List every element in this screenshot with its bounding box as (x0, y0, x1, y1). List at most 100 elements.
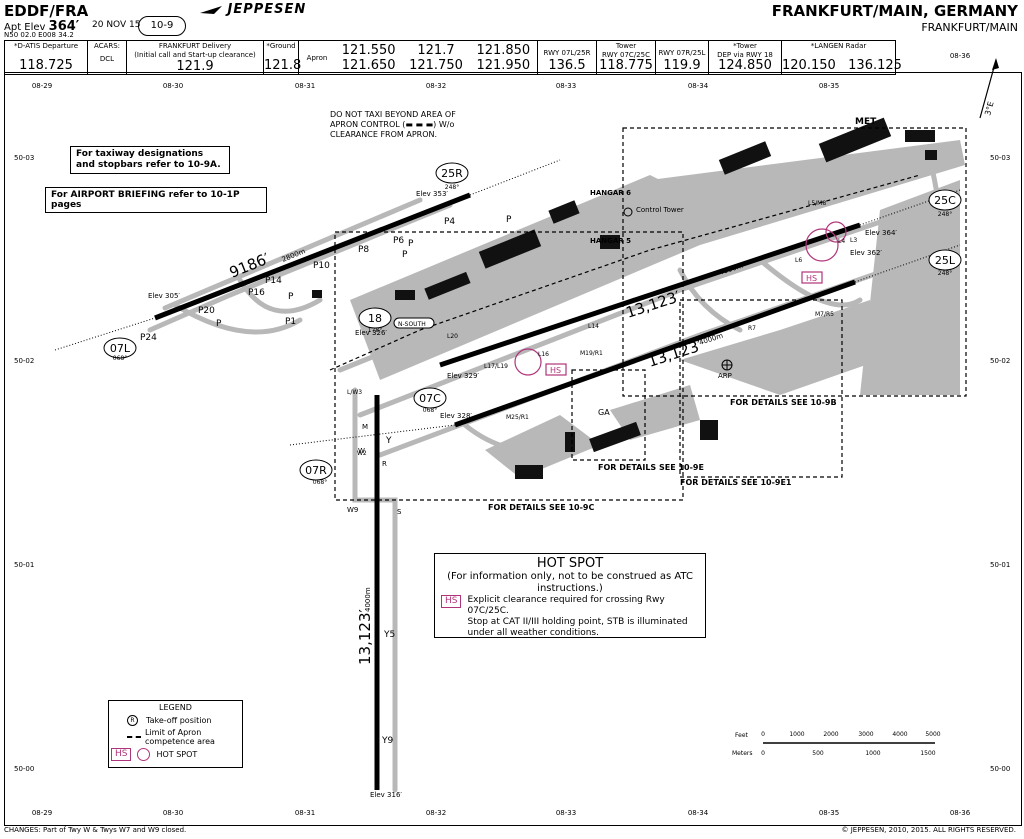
hot-spot-tag: HS (111, 748, 132, 761)
elev-329: Elev 329′ (447, 372, 479, 380)
hot-spot-text: Explicit clearance required for crossing… (467, 595, 665, 616)
runway-18-badge (358, 307, 392, 329)
legend-takeoff-label: Take-off position (146, 716, 212, 725)
maintenance-building (718, 141, 772, 175)
freq-ground: *Ground 121.8 (264, 41, 301, 74)
runway-18-length-m: 4000m (364, 587, 372, 612)
scale-feet-2000: 2000 (823, 731, 838, 738)
scale-feet-1000: 1000 (789, 731, 804, 738)
terminal-building (424, 271, 471, 300)
legend-title: LEGEND (159, 703, 192, 712)
changes-note: CHANGES: Part of Twy W & Twys W7 and W9 … (4, 826, 187, 834)
freq-value: 124.850 (718, 58, 772, 73)
freq-radar: *LANGEN Radar 120.150 136.125 (782, 41, 902, 74)
taxiway-p16 (237, 277, 323, 314)
apron-limit-icon (127, 736, 141, 738)
lon-label-bottom: 08-35 (819, 809, 839, 817)
runway-07c-label: 07C (419, 392, 441, 405)
stopbar-w2: W2 (357, 450, 367, 457)
scale-meters-label: Meters (732, 750, 753, 757)
stopbar-l-w3: L/W3 (347, 389, 362, 396)
details-9e-line: FOR DETAILS SEE 10-9E (598, 463, 704, 472)
stopbar-l3: L3 (850, 237, 857, 244)
taxiway-label-p: P (288, 292, 294, 302)
building (700, 420, 718, 440)
hot-spot-box: HOT SPOT (For information only, not to b… (434, 553, 706, 638)
detail-area-9e1 (679, 299, 843, 478)
buildings (312, 117, 937, 479)
runway-07c-25c (439, 222, 861, 368)
legend-box: LEGEND R Take-off position Limit of Apro… (108, 700, 243, 768)
taxiway-designation-note: For taxiway designations and stopbars re… (70, 146, 230, 174)
taxiway-label-m: M (362, 423, 368, 431)
taxiway-label-p10: P10 (313, 261, 330, 271)
freq-value: 121.9 (176, 59, 214, 74)
details-9b-line: FOR DETAILS SEE 10-9B (730, 398, 837, 407)
runway-07c-badge (413, 387, 447, 409)
building (312, 290, 322, 298)
taxiway-label-y5: Y5 (383, 630, 395, 640)
elev-label: Apt Elev (4, 22, 46, 33)
scale-meters-1500: 1500 (920, 750, 935, 757)
lon-label-top: 08-36 (950, 52, 971, 60)
hot-spot-circle (825, 221, 847, 243)
lon-label-top: 08-34 (688, 82, 709, 90)
magnetic-variation: 3°E (983, 101, 995, 117)
cargo-building (515, 465, 543, 479)
scale-feet-4000: 4000 (892, 731, 907, 738)
taxiway-label-p4: P4 (444, 217, 455, 227)
approach-lights-07r (289, 424, 456, 446)
taxiway-east-loop (927, 157, 943, 283)
legend-row-takeoff: R Take-off position (127, 715, 242, 726)
jeppesen-logo: JEPPESEN (200, 2, 306, 17)
taxiway-label-p8: P8 (358, 245, 369, 255)
lat-label-left: 50-01 (14, 561, 34, 569)
freq-tower-07l: RWY 07L/25R 136.5 (538, 41, 597, 74)
freq-label: *LANGEN Radar (810, 42, 867, 50)
taxiway-center-parallel (357, 202, 933, 418)
taxiway-label-s: S (397, 508, 402, 516)
stopbar-l6: L6 (795, 257, 802, 264)
apron-control-limit (329, 174, 921, 371)
lon-label-bottom: 08-33 (556, 809, 576, 817)
control-tower-label: Control Tower (636, 206, 684, 214)
lon-label-top: 08-35 (819, 82, 839, 90)
lat-label-right: 50-02 (990, 357, 1010, 365)
airport-ident: EDDF/FRA (4, 2, 89, 20)
taxiway-label-p: P (402, 250, 408, 260)
taxiway-p-north (162, 197, 423, 311)
jeppesen-wing-icon (200, 5, 222, 14)
hot-spot-badge (545, 363, 567, 376)
freq-label: *Ground (266, 42, 296, 50)
runway-18-length: 13,123′ (356, 609, 374, 665)
north-arrow: 3°E (979, 58, 999, 119)
elev-305: Elev 305′ (148, 292, 180, 300)
chart-airport-name: FRANKFURT/MAIN (921, 21, 1018, 34)
stopbar-m25: M25/R1 (506, 414, 529, 421)
taxiway-p20 (172, 302, 303, 335)
scale-meters-500: 500 (812, 750, 824, 757)
stopbar-l16: L16 (538, 351, 549, 358)
scale-feet-3000: 3000 (858, 731, 873, 738)
freq-label: ACARS: (93, 42, 120, 50)
apron-boundaries (329, 127, 967, 501)
legend-row-hotspot: HS HOT SPOT (111, 748, 242, 761)
runway-07l-label: 07L (110, 342, 131, 355)
runway-07l-25r (154, 192, 471, 321)
elev-353: Elev 353′ (416, 190, 448, 198)
runway-25c-label: 25C (934, 194, 956, 207)
lat-label-left: 50-02 (14, 357, 34, 365)
lat-label-right: 50-01 (990, 561, 1010, 569)
runway-07r-heading: 068° (313, 479, 327, 486)
airport-coordinates: N50 02.0 E008 34.2 (4, 31, 74, 39)
met-label: MET (855, 117, 877, 127)
freq-value: 121.650 (341, 57, 396, 73)
freq-label: *Tower (733, 42, 757, 50)
freq-label: *D-ATIS Departure (13, 42, 79, 50)
runway-25l-heading: 248° (938, 270, 952, 277)
freq-label: FRANKFURT Delivery (158, 42, 232, 50)
freq-label: Tower (615, 42, 637, 50)
elev-316: Elev 316′ (370, 791, 402, 799)
approach-lights (54, 159, 961, 446)
